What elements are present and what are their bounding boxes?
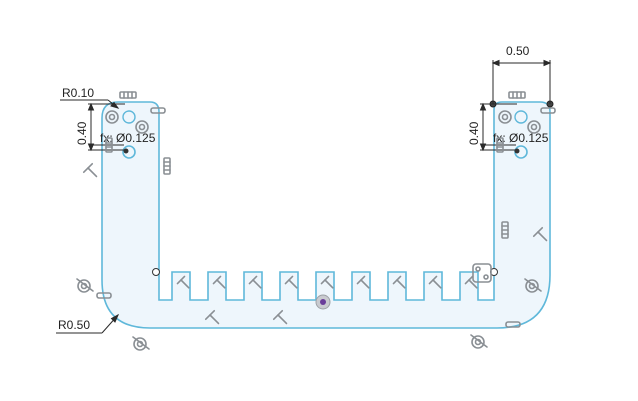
perpendicular-constraint-icon[interactable]: [532, 226, 551, 245]
right-hole-top[interactable]: [514, 110, 528, 124]
equal-constraint-icon[interactable]: [119, 91, 137, 99]
fix-constraint-icon[interactable]: [514, 148, 520, 154]
tangent-constraint-icon[interactable]: [524, 278, 542, 293]
dimension-top-width-label[interactable]: 0.50: [506, 44, 530, 58]
perpendicular-constraint-icon[interactable]: [82, 162, 101, 181]
tangent-constraint-icon[interactable]: [135, 120, 149, 134]
horizontal-constraint-icon[interactable]: [540, 107, 556, 114]
tangent-constraint-icon[interactable]: [527, 120, 541, 134]
horizontal-constraint-icon[interactable]: [96, 292, 112, 299]
dimension-top-width[interactable]: [491, 59, 552, 104]
horizontal-constraint-icon[interactable]: [505, 321, 521, 328]
perpendicular-constraint-icon[interactable]: [428, 275, 444, 291]
dimension-left-height-label[interactable]: 0.40: [75, 121, 89, 145]
equal-constraint-icon[interactable]: [496, 137, 504, 153]
hole-callout-right-label[interactable]: fx: Ø0.125: [493, 131, 549, 145]
fix-constraint-icon[interactable]: [123, 148, 129, 154]
center-point-inner: [320, 299, 326, 305]
perpendicular-constraint-icon[interactable]: [356, 275, 372, 291]
coincident-constraint-icon[interactable]: [472, 263, 492, 283]
perpendicular-constraint-icon[interactable]: [248, 275, 264, 291]
perpendicular-constraint-icon[interactable]: [392, 275, 408, 291]
dimension-fillet-top-left-label[interactable]: R0.10: [62, 86, 94, 100]
dimension-fillet-bottom-left-label[interactable]: R0.50: [58, 318, 90, 332]
perpendicular-constraint-icon[interactable]: [464, 275, 480, 291]
perpendicular-constraint-icon[interactable]: [176, 275, 192, 291]
perpendicular-constraint-icon[interactable]: [284, 275, 300, 291]
tangent-constraint-icon[interactable]: [76, 278, 94, 293]
perpendicular-constraint-icon[interactable]: [272, 309, 291, 328]
hole-callout-left-label[interactable]: fx: Ø0.125: [100, 131, 156, 145]
tangent-constraint-icon[interactable]: [498, 110, 512, 124]
perpendicular-constraint-icons: [176, 275, 480, 291]
dimension-right-height-label[interactable]: 0.40: [467, 121, 481, 145]
equal-constraint-icon[interactable]: [508, 91, 526, 99]
tangent-constraint-icon[interactable]: [132, 336, 150, 351]
perpendicular-constraint-icon[interactable]: [204, 309, 223, 328]
perpendicular-constraint-icon[interactable]: [320, 275, 336, 291]
dimension-fillet-bottom-left[interactable]: [56, 313, 120, 334]
equal-constraint-icon[interactable]: [105, 137, 113, 153]
vertex-point[interactable]: [152, 268, 160, 276]
perpendicular-constraint-icon[interactable]: [212, 275, 228, 291]
left-hole-top[interactable]: [122, 110, 136, 124]
equal-constraint-icon[interactable]: [501, 221, 509, 239]
tangent-constraint-icon[interactable]: [105, 110, 119, 124]
horizontal-constraint-icon[interactable]: [150, 107, 166, 114]
equal-constraint-icon[interactable]: [163, 157, 171, 175]
tangent-constraint-icon[interactable]: [470, 334, 488, 349]
